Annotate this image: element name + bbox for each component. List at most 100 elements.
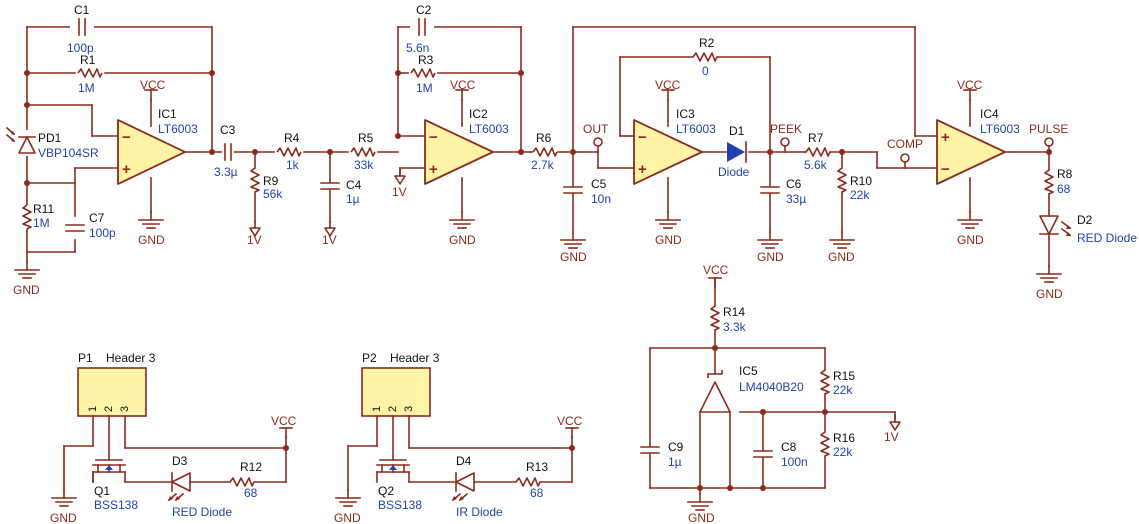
component-ref: R10 <box>850 174 872 188</box>
gnd-symbol <box>757 231 783 249</box>
mosfet-q2 <box>376 459 410 473</box>
component-ref: Q2 <box>378 484 394 498</box>
component-value: BSS138 <box>378 498 422 512</box>
gnd-symbol <box>829 231 855 249</box>
net-label-vcc: VCC <box>703 263 729 277</box>
component-value: 22k <box>833 383 853 397</box>
net-label-vcc: VCC <box>557 414 583 428</box>
component-value: 1µ <box>346 192 360 206</box>
gnd-symbol <box>51 489 77 507</box>
vcc-symbol <box>279 427 293 439</box>
led-d4 <box>451 472 475 502</box>
component-value: 1M <box>416 81 433 95</box>
component-ref: C5 <box>591 177 607 191</box>
component-value: RED Diode <box>172 505 232 519</box>
led-driver-p2: 1 2 3 <box>334 351 583 524</box>
header-p1 <box>77 367 147 417</box>
net-label-vcc: VCC <box>450 78 476 92</box>
net-label-gnd: GND <box>334 511 361 524</box>
gnd-symbol <box>687 493 713 511</box>
component-value: 1k <box>286 158 300 172</box>
led-d2 <box>1039 215 1072 237</box>
component-ref: IC4 <box>980 107 999 121</box>
opamp-plus-sign: + <box>429 161 438 178</box>
component-value: 1µ <box>668 455 682 469</box>
component-value: 3.3µ <box>214 165 238 179</box>
opamp-minus-sign: − <box>941 161 950 178</box>
component-value: 3.3k <box>723 320 747 334</box>
net-label-1v: 1V <box>322 233 337 247</box>
component-ref: IC5 <box>739 364 758 378</box>
component-value: 22k <box>850 188 870 202</box>
component-ref: IC1 <box>158 107 177 121</box>
component-value: LT6003 <box>980 122 1020 136</box>
component-value: 5.6k <box>804 158 828 172</box>
component-ref: R11 <box>33 202 54 216</box>
component-ref: C2 <box>416 3 432 17</box>
resistor-r10 <box>837 167 847 193</box>
net-label-vcc: VCC <box>271 414 297 428</box>
opamp-ic1: − + <box>117 119 186 185</box>
gnd-symbol <box>14 261 40 279</box>
component-ref: Q1 <box>94 484 110 498</box>
one-volt-symbol <box>889 415 901 431</box>
gnd-symbol <box>560 231 586 249</box>
net-label-gnd: GND <box>1036 287 1063 301</box>
capacitor-c2 <box>410 18 434 36</box>
component-value: RED Diode <box>1077 231 1137 245</box>
net-label-1v: 1V <box>392 185 407 199</box>
gnd-symbol <box>1036 265 1062 283</box>
component-ref: D2 <box>1077 213 1093 227</box>
component-ref: R7 <box>808 131 824 145</box>
capacitor-c8 <box>753 450 773 458</box>
component-ref: C4 <box>346 178 362 192</box>
header-pin-label: 1 <box>371 406 383 412</box>
net-label-gnd: GND <box>560 250 587 264</box>
capacitor-c1 <box>70 18 94 36</box>
component-value: 33k <box>354 158 374 172</box>
component-value: Header 3 <box>390 351 440 365</box>
diode-d1 <box>727 141 747 163</box>
component-value: 1M <box>78 81 95 95</box>
resistor-r8 <box>1044 169 1054 195</box>
component-ref: R14 <box>723 305 745 319</box>
opamp-minus-sign: − <box>122 129 131 146</box>
led-d3 <box>167 472 191 502</box>
component-value: 56k <box>263 187 283 201</box>
component-ref: R5 <box>358 131 374 145</box>
component-ref: D3 <box>172 454 188 468</box>
component-ref: R13 <box>526 460 548 474</box>
component-value: Diode <box>718 165 750 179</box>
component-ref: IC3 <box>676 107 695 121</box>
stage-gain: − + C2 5.6n R3 1M IC2 LT6003 VCC GND 1V <box>392 3 531 247</box>
component-ref: R8 <box>1057 167 1073 181</box>
opamp-plus-sign: + <box>638 161 647 178</box>
header-pin-label: 3 <box>119 406 131 412</box>
component-value: 100n <box>781 455 808 469</box>
vcc-symbol <box>565 427 579 439</box>
stage-transimpedance: − + C1 100p R1 1M PD1 VBP104SR R11 1M C7… <box>5 3 219 297</box>
net-label-vcc: VCC <box>655 78 681 92</box>
gnd-symbol <box>655 211 681 229</box>
resistor-r2 <box>692 52 718 62</box>
stage-voltage-reference: R14 3.3k IC5 LM4040B20 R15 22k R16 22k C… <box>640 263 901 524</box>
resistor-r16 <box>820 431 830 457</box>
header-pin-label: 3 <box>403 406 415 412</box>
capacitor-c4 <box>320 182 340 190</box>
zener-ic5 <box>699 347 731 413</box>
net-label-gnd: GND <box>449 233 476 247</box>
net-label-vcc: VCC <box>140 78 166 92</box>
component-value: 68 <box>530 486 544 500</box>
component-value: IR Diode <box>456 505 503 519</box>
component-ref: C7 <box>89 211 105 225</box>
stage-highpass: C3 3.3µ R4 1k R9 56k R5 33k C4 1µ 1V 1V <box>214 123 399 247</box>
component-value: 68 <box>1057 182 1071 196</box>
header-p2 <box>361 367 431 417</box>
resistor-r15 <box>820 369 830 395</box>
component-ref: PD1 <box>38 131 62 145</box>
net-label-gnd: GND <box>13 283 40 297</box>
vcc-symbol <box>708 277 722 289</box>
resistor-r7 <box>805 147 831 157</box>
stage-comparator: + − R7 5.6k R10 22k IC4 LT6003 R8 68 D2 … <box>803 78 1137 301</box>
component-value: 22k <box>833 445 853 459</box>
